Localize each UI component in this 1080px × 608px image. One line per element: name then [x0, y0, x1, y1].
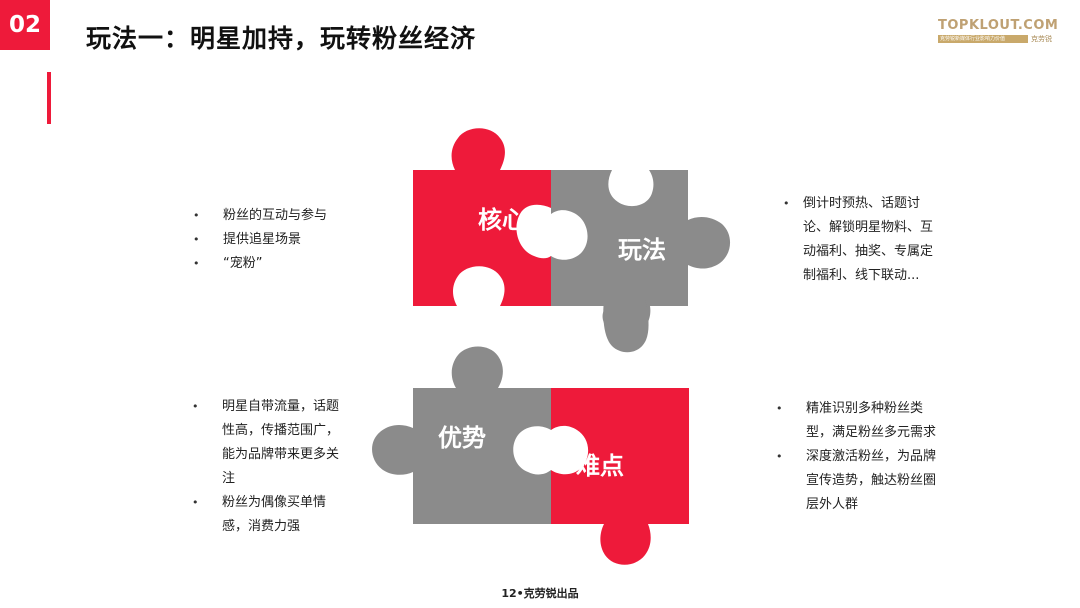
puzzle-label-advantage: 优势 [438, 424, 486, 452]
logo-tagline: 克劳锐新媒体行业影响力价值 [938, 35, 1028, 43]
list-item: 精准识别多种粉丝类型，满足粉丝多元需求 [776, 397, 936, 445]
puzzle-label-difficulty: 难点 [575, 452, 624, 480]
logo-main-text: TOPKLOUT.COM [938, 18, 1059, 33]
page-title: 玩法一：明星加持，玩转粉丝经济 [86, 24, 477, 53]
list-item: 倒计时预热、话题讨论、解锁明星物料、互动福利、抽奖、专属定制福利、线下联动... [783, 192, 938, 288]
list-item: 粉丝的互动与参与 [193, 204, 383, 228]
puzzle-piece-difficulty [551, 388, 689, 565]
list-item: 粉丝为偶像买单情感，消费力强 [192, 491, 340, 539]
puzzle-label-core: 核心 [478, 206, 526, 234]
puzzle-tab-play-bottom [603, 300, 649, 353]
play-points-list: 倒计时预热、话题讨论、解锁明星物料、互动福利、抽奖、专属定制福利、线下联动... [783, 192, 938, 288]
puzzle-piece-advantage [372, 346, 551, 524]
list-item: 深度激活粉丝，为品牌宣传造势，触达粉丝圈层外人群 [776, 445, 936, 517]
list-item: 提供追星场景 [193, 228, 383, 252]
accent-bar [47, 72, 51, 124]
list-item: “宠粉” [193, 252, 383, 276]
puzzle-piece-core [413, 128, 551, 306]
core-points-list: 粉丝的互动与参与 提供追星场景 “宠粉” [193, 204, 383, 276]
list-item: 明星自带流量，话题性高，传播范围广，能为品牌带来更多关注 [192, 395, 340, 491]
logo-brand-name: 克劳锐 [1031, 35, 1052, 43]
difficulty-points-list: 精准识别多种粉丝类型，满足粉丝多元需求 深度激活粉丝，为品牌宣传造势，触达粉丝圈… [776, 397, 936, 517]
puzzle-piece-play [551, 170, 731, 338]
puzzle-label-play: 玩法 [618, 236, 666, 264]
section-number-badge: 02 [0, 0, 50, 50]
page-footer: 12•克劳锐出品 [501, 587, 579, 600]
advantage-points-list: 明星自带流量，话题性高，传播范围广，能为品牌带来更多关注 粉丝为偶像买单情感，消… [192, 395, 340, 539]
brand-logo: TOPKLOUT.COM 克劳锐新媒体行业影响力价值 克劳锐 [938, 18, 1064, 44]
logo-sub-row: 克劳锐新媒体行业影响力价值 克劳锐 [938, 34, 1064, 44]
